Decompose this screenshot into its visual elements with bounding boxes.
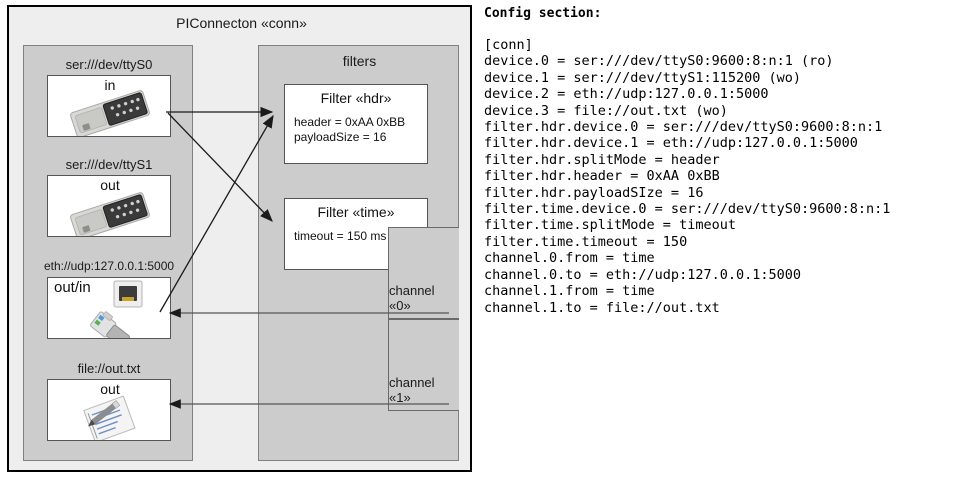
filters-panel-title: filters: [342, 53, 377, 69]
diagram-title: PIConnecton «conn»: [176, 15, 307, 31]
config-line: filter.time.timeout = 150: [484, 233, 688, 250]
config-line: channel.0.to = eth://udp:127.0.0.1:5000: [484, 266, 801, 283]
config-line: channel.1.from = time: [484, 283, 655, 300]
filter-box-hdr[interactable]: Filter «hdr» header = 0xAA 0xBB payloadS…: [284, 84, 428, 164]
device-direction-label: in: [104, 77, 116, 93]
device-box-serial1[interactable]: out: [47, 175, 171, 237]
device-group-serial1: ser:///dev/ttyS1 out: [24, 156, 194, 237]
device-caption: file://out.txt: [77, 361, 141, 376]
config-line: device.1 = ser:///dev/ttyS1:115200 (wo): [484, 69, 801, 86]
config-line: device.3 = file://out.txt (wo): [484, 102, 728, 119]
config-line: filter.hdr.header = 0xAA 0xBB: [484, 168, 720, 185]
serial-port-icon: [70, 192, 150, 236]
config-line: channel.1.to = file://out.txt: [484, 299, 720, 316]
config-line: filter.hdr.splitMode = header: [484, 151, 720, 168]
config-line: filter.time.device.0 = ser:///dev/ttyS0:…: [484, 201, 891, 218]
config-lines: [conn]device.0 = ser:///dev/ttyS0:9600:8…: [484, 37, 954, 316]
device-caption: eth://udp:127.0.0.1:5000: [43, 259, 175, 273]
channel-box-1[interactable]: channel «1»: [388, 319, 459, 411]
channel-box-0[interactable]: channel «0»: [388, 227, 459, 319]
device-box-ethernet[interactable]: out/in: [47, 277, 171, 339]
device-direction-label: out: [100, 177, 120, 193]
device-direction-label: out/in: [54, 279, 91, 296]
filter-title: Filter «time»: [317, 204, 395, 220]
connector-diagram: PIConnecton «conn» ser:///dev/ttyS0 in: [7, 5, 472, 472]
device-group-serial0: ser:///dev/ttyS0 in: [24, 56, 194, 137]
text-file-icon: [83, 395, 136, 440]
config-heading: Config section:: [484, 6, 602, 21]
config-line: filter.hdr.device.0 = ser:///dev/ttyS0:9…: [484, 119, 883, 136]
device-box-file[interactable]: out: [47, 379, 171, 441]
serial-port-icon: [70, 90, 150, 136]
device-box-serial0[interactable]: in: [47, 75, 171, 137]
config-line: filter.time.splitMode = timeout: [484, 217, 736, 234]
channel-label: channel «1»: [389, 375, 435, 405]
device-caption: ser:///dev/ttyS0: [65, 57, 153, 72]
device-caption: ser:///dev/ttyS1: [65, 157, 153, 172]
device-group-ethernet: eth://udp:127.0.0.1:5000 out/in: [24, 258, 194, 339]
filter-property: payloadSize = 16: [294, 130, 387, 144]
config-section: Config section: [conn]device.0 = ser:///…: [484, 6, 954, 316]
config-line: [conn]: [484, 37, 533, 53]
device-direction-label: out: [100, 381, 120, 397]
config-line: filter.hdr.device.1 = eth://udp:127.0.0.…: [484, 135, 858, 152]
config-line: filter.hdr.payloadSIze = 16: [484, 184, 704, 201]
filter-title: Filter «hdr»: [320, 90, 392, 106]
filter-property: header = 0xAA 0xBB: [294, 115, 406, 129]
ethernet-jack-icon: [90, 280, 143, 338]
channel-label: channel «0»: [389, 283, 435, 313]
config-line: device.0 = ser:///dev/ttyS0:9600:8:n:1 (…: [484, 53, 834, 70]
device-group-file: file://out.txt out: [24, 360, 194, 441]
config-line: device.2 = eth://udp:127.0.0.1:5000: [484, 86, 769, 103]
filters-panel: filters Filter «hdr» header = 0xAA 0xBB …: [258, 45, 459, 461]
devices-panel: ser:///dev/ttyS0 in: [23, 45, 193, 461]
config-line: channel.0.from = time: [484, 250, 655, 267]
filter-property: timeout = 150 ms: [294, 229, 387, 243]
